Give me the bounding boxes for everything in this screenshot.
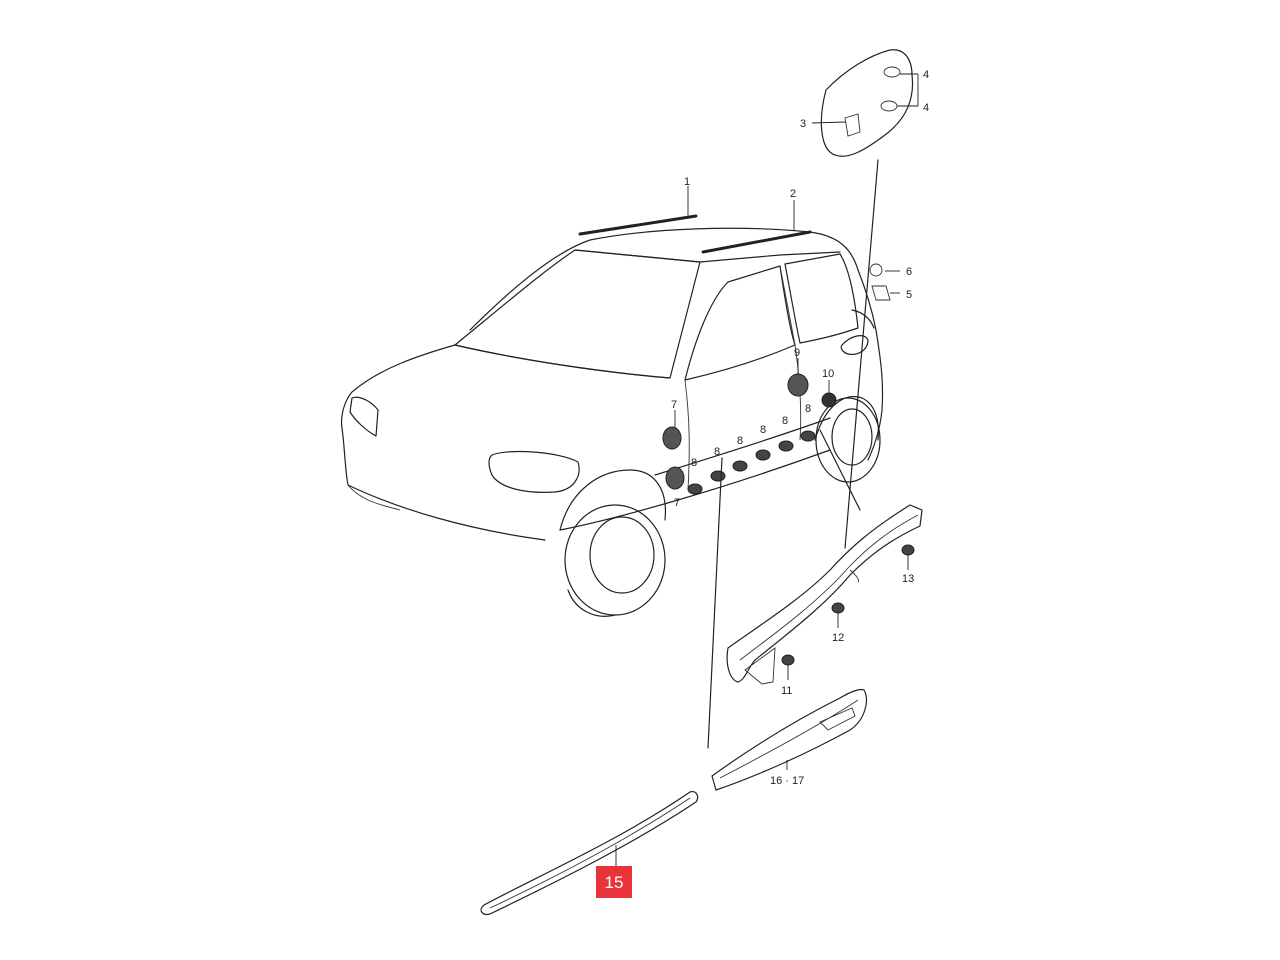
leader-lines xyxy=(615,73,919,868)
car-body xyxy=(340,214,884,617)
highlight-badge-15[interactable]: 15 xyxy=(596,866,632,898)
callout-5: 5 xyxy=(906,289,912,301)
callout-7b: 7 xyxy=(674,497,680,509)
callout-16-17: 16 · 17 xyxy=(770,775,804,787)
callout-11: 11 xyxy=(781,685,792,697)
callout-8a: 8 xyxy=(691,457,697,469)
callout-2: 2 xyxy=(790,188,796,200)
callout-3: 3 xyxy=(800,118,806,130)
highlight-badge-label: 15 xyxy=(605,873,624,892)
callout-6: 6 xyxy=(906,266,912,278)
fuel-filler-lid xyxy=(820,49,914,549)
callout-8f: 8 xyxy=(805,403,811,415)
small-caps xyxy=(869,263,891,301)
side-bracket xyxy=(726,429,923,685)
callout-4a: 4 xyxy=(923,69,929,81)
callout-9: 9 xyxy=(794,347,800,359)
callout-12: 12 xyxy=(832,632,844,644)
callout-7a: 7 xyxy=(671,399,677,411)
callout-8d: 8 xyxy=(760,424,766,436)
nuts xyxy=(781,544,915,666)
callout-13: 13 xyxy=(902,573,914,585)
side-moulding-15 xyxy=(480,457,723,915)
callout-8e: 8 xyxy=(782,415,788,427)
callout-10: 10 xyxy=(822,368,834,380)
moulding-16-17 xyxy=(711,688,868,791)
callout-1: 1 xyxy=(684,176,690,188)
callout-8b: 8 xyxy=(714,446,720,458)
callouts: 1 2 3 4 4 6 5 7 7 9 10 8 8 8 8 8 8 13 12… xyxy=(671,69,929,787)
callout-4b: 4 xyxy=(923,102,929,114)
callout-8c: 8 xyxy=(737,435,743,447)
